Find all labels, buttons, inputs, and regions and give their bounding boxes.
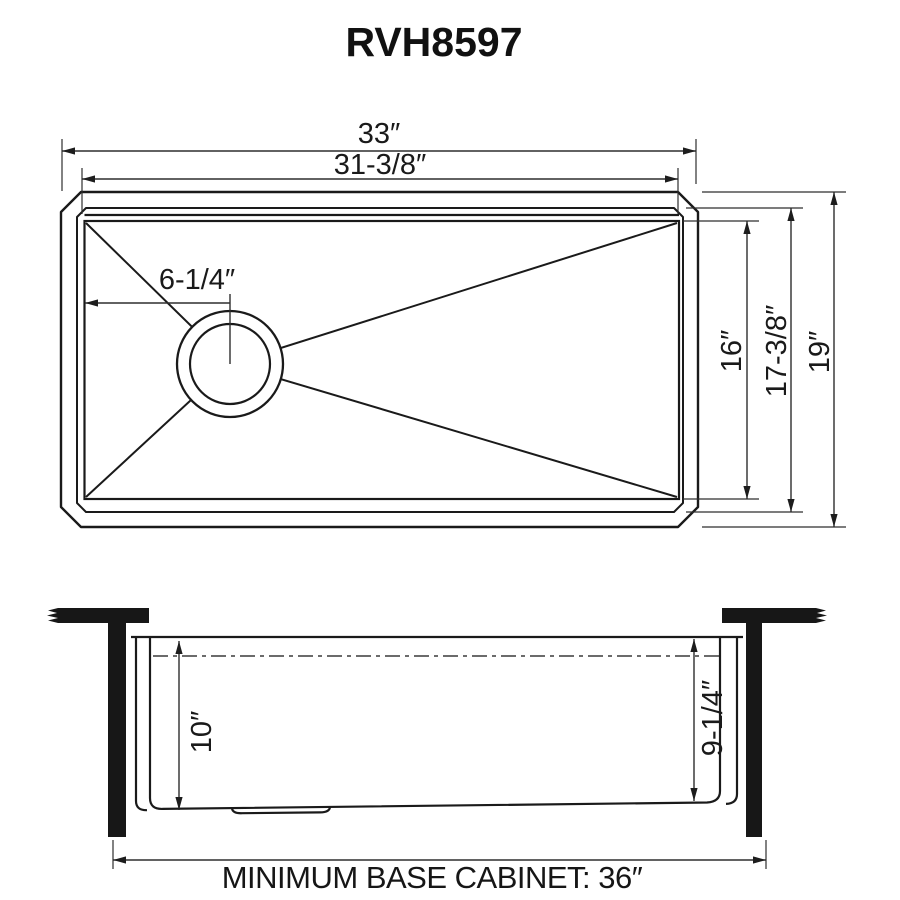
dim-rim-depth: 17-3/8″ xyxy=(686,207,803,513)
dim-depth-right: 9-1/4″ xyxy=(690,639,729,801)
overall-width-label: 33″ xyxy=(358,118,401,150)
dim-depth-left: 10″ xyxy=(175,641,218,810)
dim-bowl-depth: 16″ xyxy=(683,220,759,500)
left-depth-label: 10″ xyxy=(186,711,218,754)
inner-rim-outline xyxy=(76,207,684,513)
sink-bowl-inner-shell xyxy=(148,637,722,811)
bowl-outline xyxy=(83,219,681,501)
overall-depth-label: 19″ xyxy=(804,331,836,374)
drain-offset-label: 6-1/4″ xyxy=(159,264,235,296)
slope-line-top-right xyxy=(229,222,678,365)
dim-base-cabinet: MINIMUM BASE CABINET: 36″ xyxy=(112,840,767,895)
cabinet-wall-left xyxy=(108,623,126,837)
cabinet-wall-right xyxy=(746,623,762,837)
top-view: 33″ 31-3/8″ 6-1/4″ 16″ 17-3/8″ xyxy=(59,118,846,529)
sink-wall-outer-left xyxy=(134,637,148,812)
drain xyxy=(175,294,285,419)
dim-bowl-width: 31-3/8″ xyxy=(81,149,679,214)
base-cabinet-label: MINIMUM BASE CABINET: 36″ xyxy=(222,860,643,895)
right-depth-label: 9-1/4″ xyxy=(697,680,729,756)
model-title: RVH8597 xyxy=(345,19,522,65)
drain-fitting xyxy=(230,806,332,815)
dim-overall-depth: 19″ xyxy=(702,191,846,528)
dim-overall-width: 33″ xyxy=(61,118,697,191)
bowl-width-label: 31-3/8″ xyxy=(334,149,427,181)
countertop-right xyxy=(722,608,827,623)
outer-rim-outline xyxy=(59,190,700,529)
countertop-left xyxy=(47,608,149,623)
bowl-depth-label: 16″ xyxy=(716,330,748,373)
dim-drain-offset: 6-1/4″ xyxy=(85,264,235,307)
sink-wall-outer-right xyxy=(725,637,739,805)
rim-depth-label: 17-3/8″ xyxy=(761,305,793,398)
section-view: 10″ 9-1/4″ MINIMUM BASE CABINET: 36″ xyxy=(47,608,827,895)
slope-line-bottom-right xyxy=(229,363,678,498)
